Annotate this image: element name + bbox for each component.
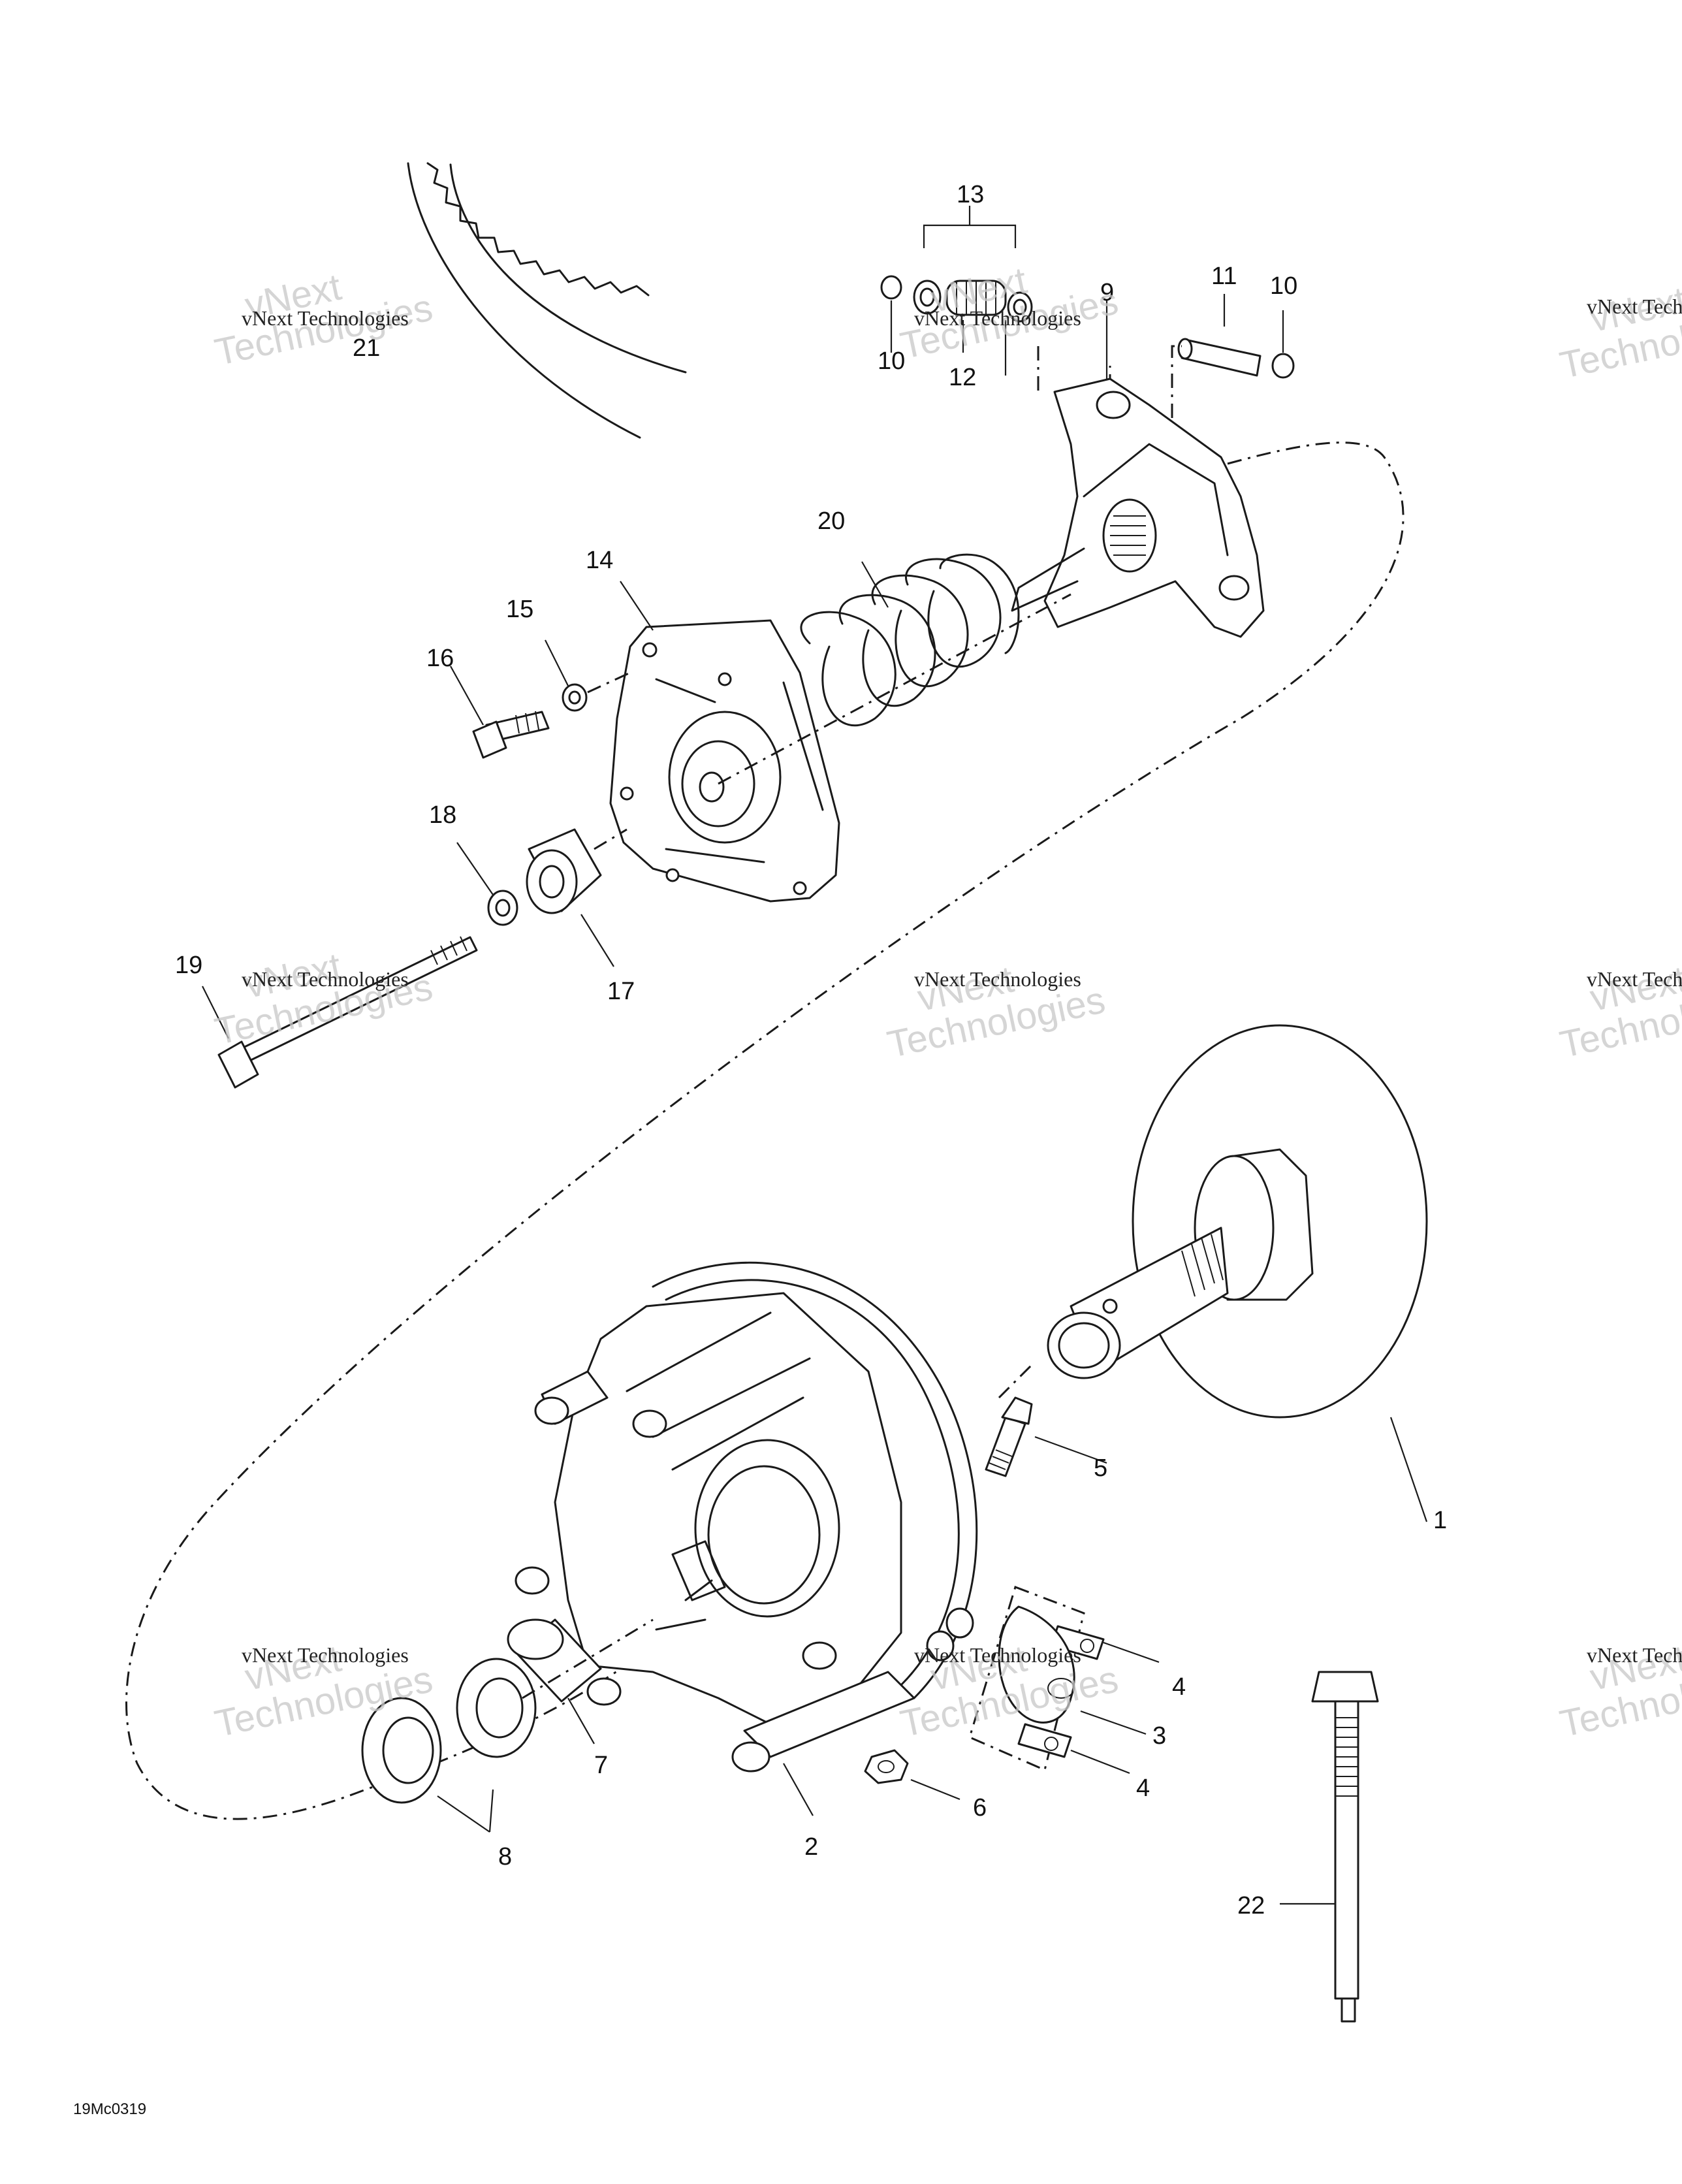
callout-14: 14	[586, 547, 613, 574]
cam-arm-part-9[interactable]	[1011, 377, 1265, 638]
callout-13: 13	[957, 181, 984, 208]
bushing-part-17[interactable]	[526, 828, 602, 914]
callout-labels: 1 2 3 4 4 5 6 7 8 9 10 10 11 12 13 14 15…	[175, 181, 1447, 1919]
bolt-part-19[interactable]	[217, 936, 478, 1089]
callout-1: 1	[1433, 1507, 1447, 1534]
washer-part-8-small[interactable]	[456, 1658, 537, 1758]
watermark-9-small: vNext Technologies	[1587, 1643, 1682, 1667]
pin-part-11[interactable]	[1177, 338, 1262, 377]
callout-22: 22	[1237, 1892, 1265, 1919]
callout-16: 16	[426, 645, 454, 672]
roller-part-3[interactable]	[998, 1605, 1075, 1724]
watermark-3-small: vNext Technologies	[1587, 295, 1682, 318]
drive-belt-part-21[interactable]	[407, 162, 687, 439]
callout-10-right: 10	[1270, 272, 1297, 300]
callout-18: 18	[429, 801, 456, 829]
callout-8: 8	[498, 1843, 512, 1871]
screw-part-5[interactable]	[985, 1396, 1033, 1477]
watermark-group: vNext Technologies vNext Technologies vN…	[211, 259, 1682, 1746]
leader-lines	[202, 300, 1428, 1905]
callout-21: 21	[353, 334, 380, 362]
callout-19: 19	[175, 952, 202, 979]
callout-5: 5	[1094, 1454, 1107, 1482]
roller-assembly-dashed-box	[968, 1586, 1085, 1772]
washer-part-8-large[interactable]	[361, 1697, 442, 1804]
callout-10-left: 10	[878, 347, 905, 375]
slider-part-4-bottom[interactable]	[1017, 1723, 1072, 1758]
watermark-9: vNext Technologies	[1556, 1637, 1682, 1746]
callout-17: 17	[607, 978, 635, 1005]
watermark-4-small: vNext Technologies	[242, 967, 409, 991]
washer-part-13-right[interactable]	[1007, 291, 1033, 323]
watermark-3: vNext Technologies	[1556, 279, 1682, 387]
callout-11: 11	[1211, 263, 1237, 290]
callout-4-top: 4	[1172, 1673, 1186, 1701]
spring-part-20[interactable]	[800, 553, 1020, 727]
bolt-part-22[interactable]	[1311, 1671, 1379, 2023]
bushing-part-7[interactable]	[507, 1618, 602, 1703]
callout-9: 9	[1100, 279, 1114, 306]
spring-part-12[interactable]	[945, 280, 1007, 316]
watermark-5: vNext Technologies	[883, 958, 1109, 1067]
watermark-7-small: vNext Technologies	[242, 1643, 409, 1667]
callout-3: 3	[1152, 1722, 1166, 1750]
watermark-6: vNext Technologies	[1556, 958, 1682, 1067]
watermark-6-small: vNext Technologies	[1587, 967, 1682, 991]
washer-part-13-left[interactable]	[913, 280, 942, 315]
movable-sheave-part-2[interactable]	[515, 1261, 978, 1773]
callout-2: 2	[804, 1833, 818, 1861]
callout-4-bottom: 4	[1136, 1774, 1150, 1802]
watermark-1-small: vNext Technologies	[242, 306, 409, 330]
watermark-2-small: vNext Technologies	[914, 306, 1081, 330]
callout-6: 6	[973, 1794, 987, 1822]
callout-20: 20	[817, 507, 845, 535]
fixed-sheave-part-1[interactable]	[1047, 1024, 1428, 1419]
pin-part-10-right[interactable]	[1271, 353, 1295, 379]
washer-part-18[interactable]	[487, 890, 518, 926]
screw-part-16[interactable]	[472, 711, 550, 759]
callout-7: 7	[594, 1752, 608, 1779]
cover-plate-part-14[interactable]	[609, 619, 840, 903]
callout-15: 15	[506, 596, 533, 623]
pin-part-10-left[interactable]	[880, 275, 902, 300]
nut-part-6[interactable]	[864, 1749, 909, 1784]
watermark-1: vNext Technologies	[211, 266, 436, 374]
figure-code: 19Mc0319	[73, 2100, 146, 2118]
callout-bracket-13	[923, 206, 1017, 248]
watermark-8-small: vNext Technologies	[914, 1643, 1081, 1667]
watermark-5-small: vNext Technologies	[914, 967, 1081, 991]
callout-12: 12	[949, 364, 976, 391]
washer-part-15[interactable]	[562, 683, 588, 712]
